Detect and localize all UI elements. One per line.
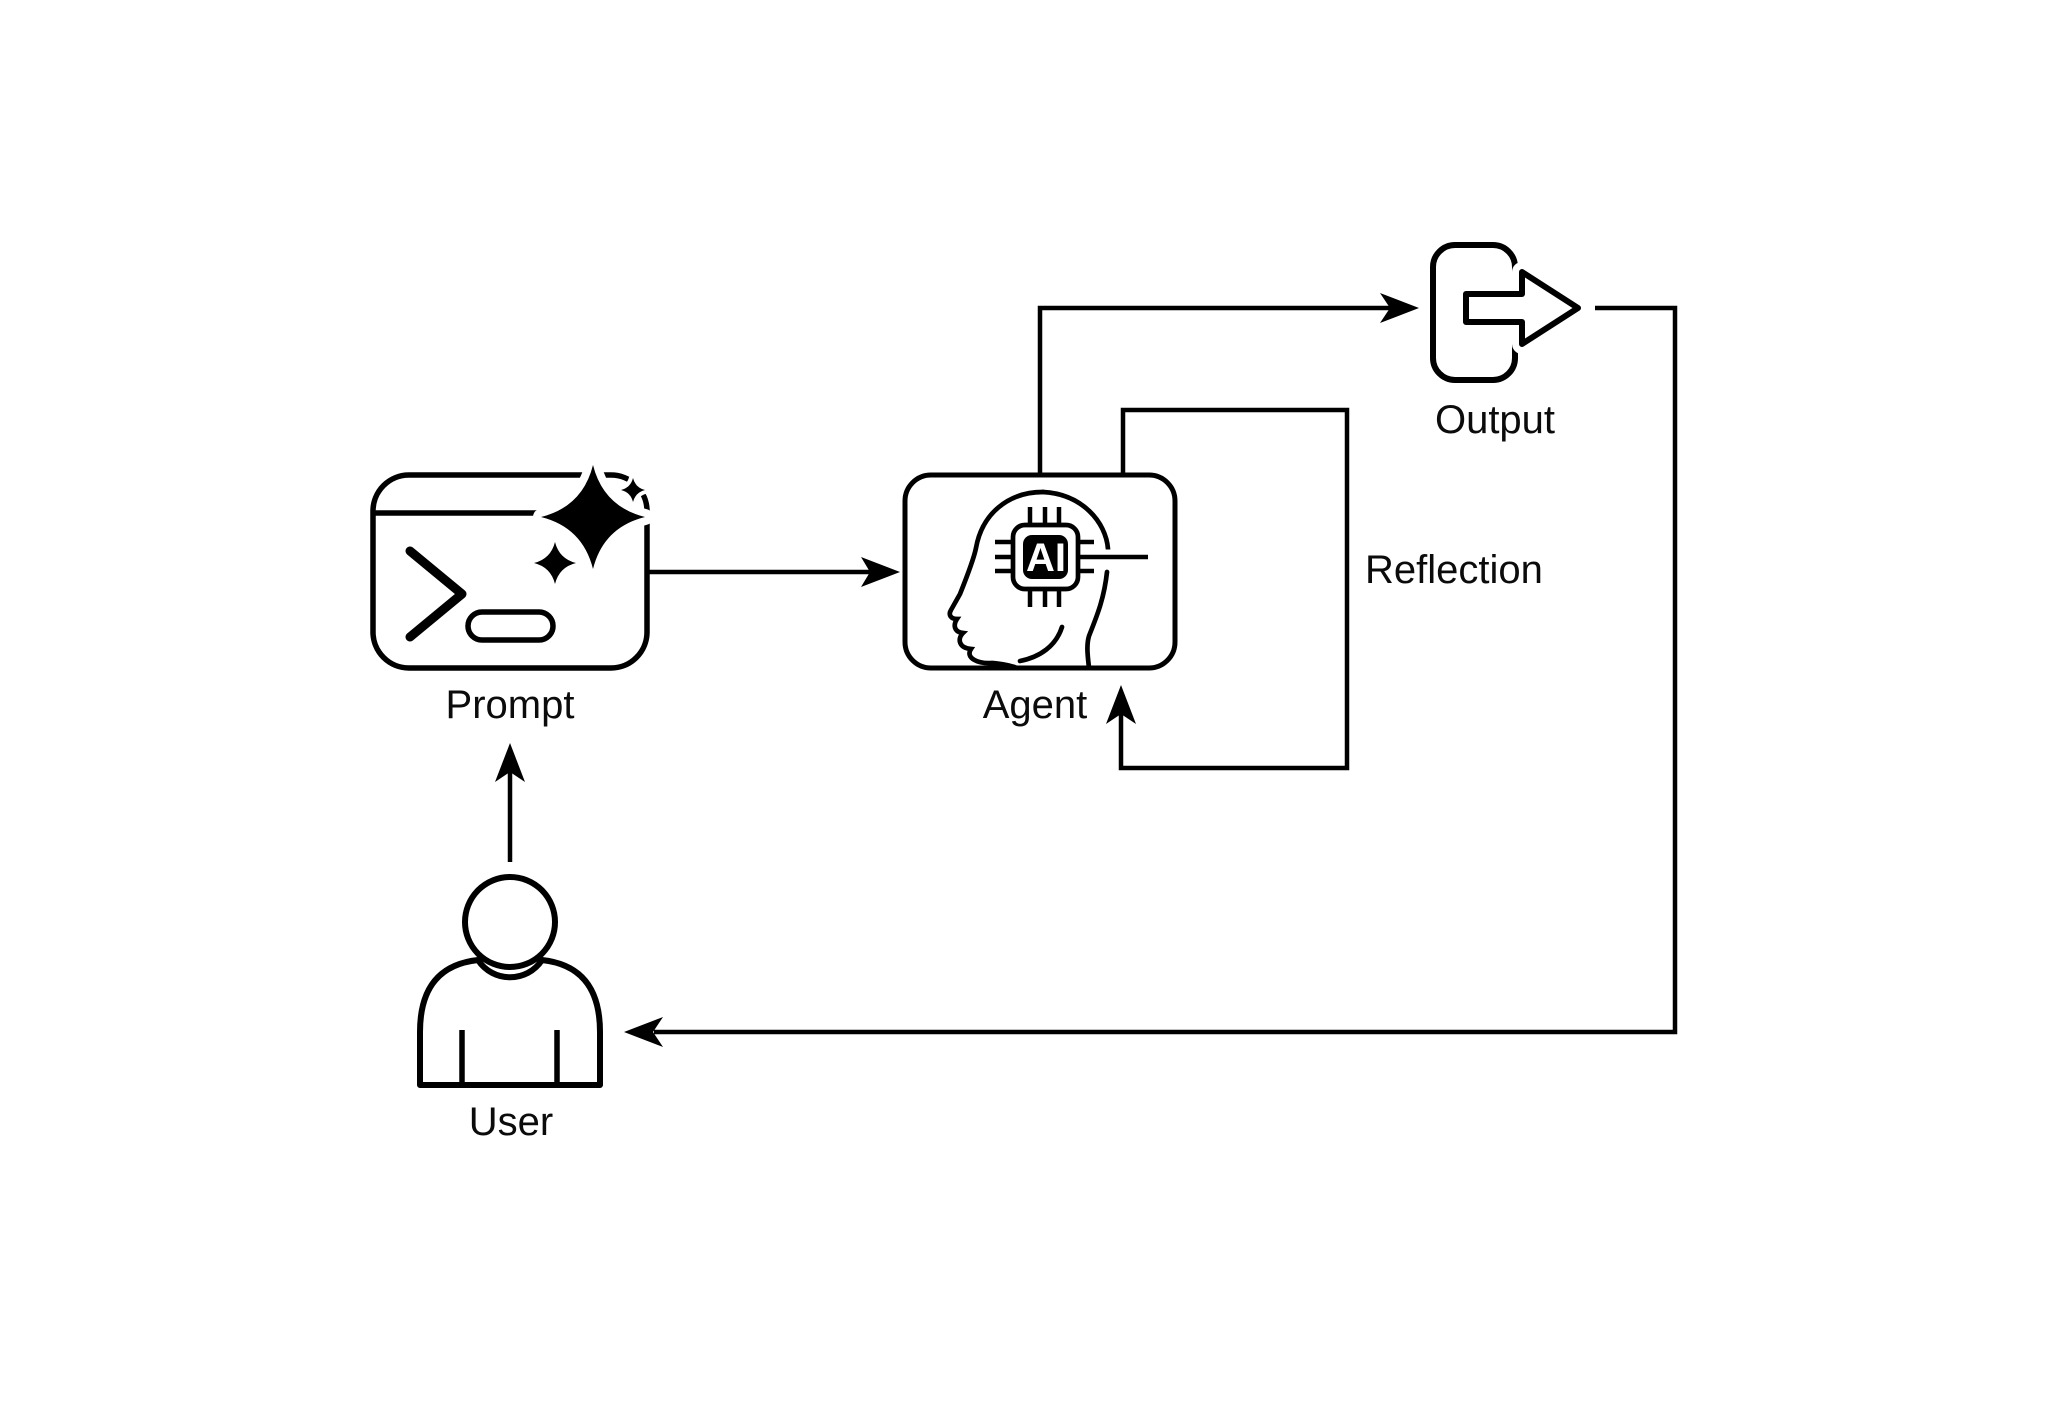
prompt-node: Prompt: [370, 457, 653, 727]
edge-user-to-prompt: [495, 743, 525, 862]
chevron-prompt-glyph: [405, 546, 467, 642]
output-label: Output: [1435, 398, 1555, 442]
edge-reflection-loop: Reflection: [1106, 407, 1543, 771]
reflection-label: Reflection: [1365, 548, 1543, 592]
cursor-pill-glyph: [465, 609, 556, 643]
prompt-label: Prompt: [446, 683, 575, 727]
agent-node: AI Agent: [902, 472, 1178, 727]
person-icon: [417, 874, 603, 1088]
export-arrow-icon: [1430, 242, 1588, 383]
edge-agent-to-output: [1037, 293, 1419, 475]
edge-prompt-to-agent: [647, 557, 900, 587]
arrowhead-left-icon: [624, 1017, 663, 1047]
head-with-ai-chip-icon: AI: [947, 489, 1148, 671]
ai-chip-label: AI: [1026, 536, 1066, 580]
user-node: User: [417, 874, 603, 1144]
arrowhead-up-icon: [495, 743, 525, 782]
sparkle-icon-tiny: [617, 474, 649, 506]
edge-output-to-user: [624, 305, 1678, 1047]
ai-chip-core: [1023, 535, 1068, 579]
sparkle-icon-small: [528, 536, 582, 590]
sparkle-icon-large: [533, 457, 653, 577]
arrowhead-up-icon: [1106, 685, 1136, 724]
arrowhead-right-icon: [861, 557, 900, 587]
chip-pins: [995, 507, 1094, 607]
arrowhead-right-icon: [1380, 293, 1419, 323]
output-node: Output: [1430, 242, 1588, 442]
user-label: User: [469, 1100, 553, 1144]
terminal-sparkle-icon: [370, 457, 653, 671]
agent-label: Agent: [983, 683, 1088, 727]
agent-box: [902, 472, 1178, 671]
